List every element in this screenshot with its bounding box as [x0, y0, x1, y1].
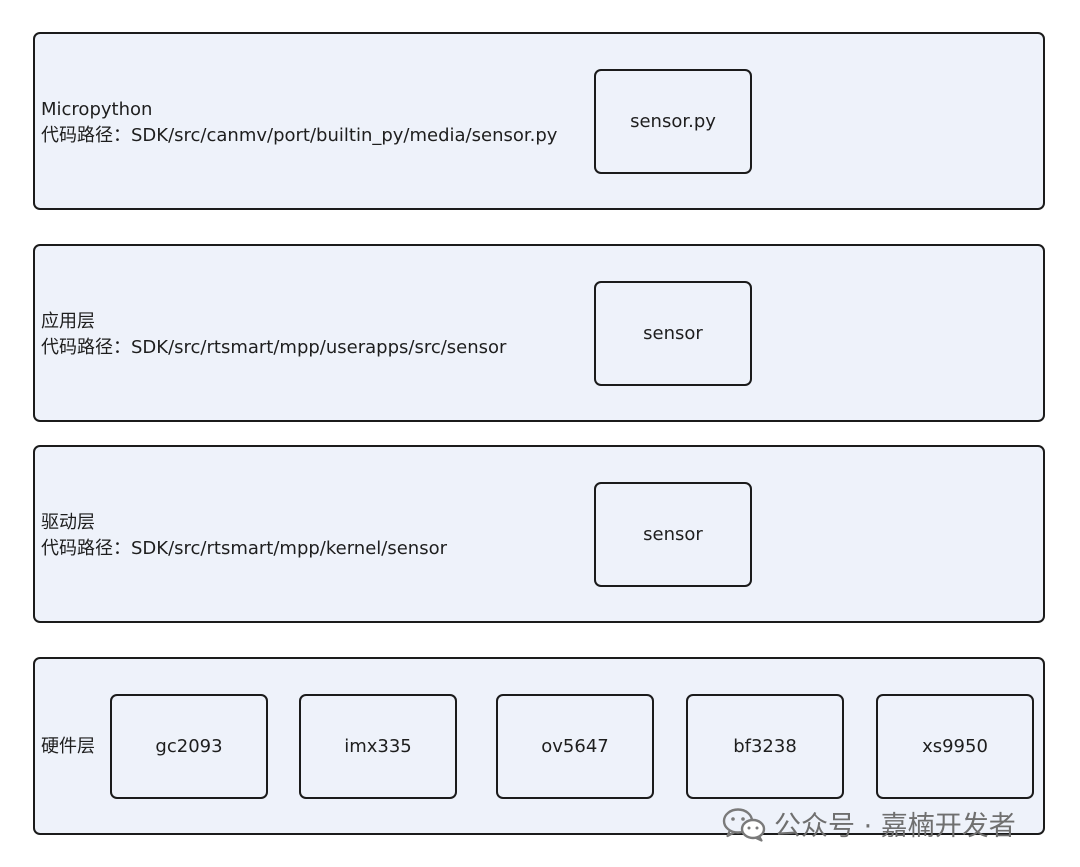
watermark: 公众号 · 嘉楠开发者	[722, 804, 1016, 843]
application-sensor-module: sensor	[594, 281, 752, 386]
driver-layer: 驱动层 代码路径：SDK/src/rtsmart/mpp/kernel/sens…	[33, 445, 1045, 623]
application-layer-label: 应用层 代码路径：SDK/src/rtsmart/mpp/userapps/sr…	[41, 309, 506, 361]
hardware-sensor-box: xs9950	[876, 694, 1034, 799]
driver-code-path: 代码路径：SDK/src/rtsmart/mpp/kernel/sensor	[41, 538, 448, 559]
micropython-layer: Micropython 代码路径：SDK/src/canmv/port/buil…	[33, 32, 1045, 210]
application-layer: 应用层 代码路径：SDK/src/rtsmart/mpp/userapps/sr…	[33, 244, 1045, 422]
hardware-sensor-box: ov5647	[496, 694, 654, 799]
sensor-py-module: sensor.py	[594, 69, 752, 174]
watermark-text: 公众号 · 嘉楠开发者	[774, 811, 1016, 842]
driver-layer-label: 驱动层 代码路径：SDK/src/rtsmart/mpp/kernel/sens…	[41, 510, 447, 562]
driver-sensor-module: sensor	[594, 482, 752, 587]
micropython-code-path: 代码路径：SDK/src/canmv/port/builtin_py/media…	[41, 125, 558, 146]
micropython-layer-title: Micropython	[41, 99, 153, 120]
wechat-icon	[722, 807, 766, 842]
hardware-sensor-box: imx335	[299, 694, 457, 799]
application-code-path: 代码路径：SDK/src/rtsmart/mpp/userapps/src/se…	[41, 337, 507, 358]
hardware-sensor-box: bf3238	[686, 694, 844, 799]
hardware-layer: 硬件层 gc2093 imx335 ov5647 bf3238 xs9950	[33, 657, 1045, 835]
hardware-layer-title: 硬件层	[41, 736, 95, 757]
hardware-sensor-box: gc2093	[110, 694, 268, 799]
driver-layer-title: 驱动层	[41, 512, 95, 533]
application-layer-title: 应用层	[41, 311, 95, 332]
micropython-layer-label: Micropython 代码路径：SDK/src/canmv/port/buil…	[41, 97, 557, 149]
